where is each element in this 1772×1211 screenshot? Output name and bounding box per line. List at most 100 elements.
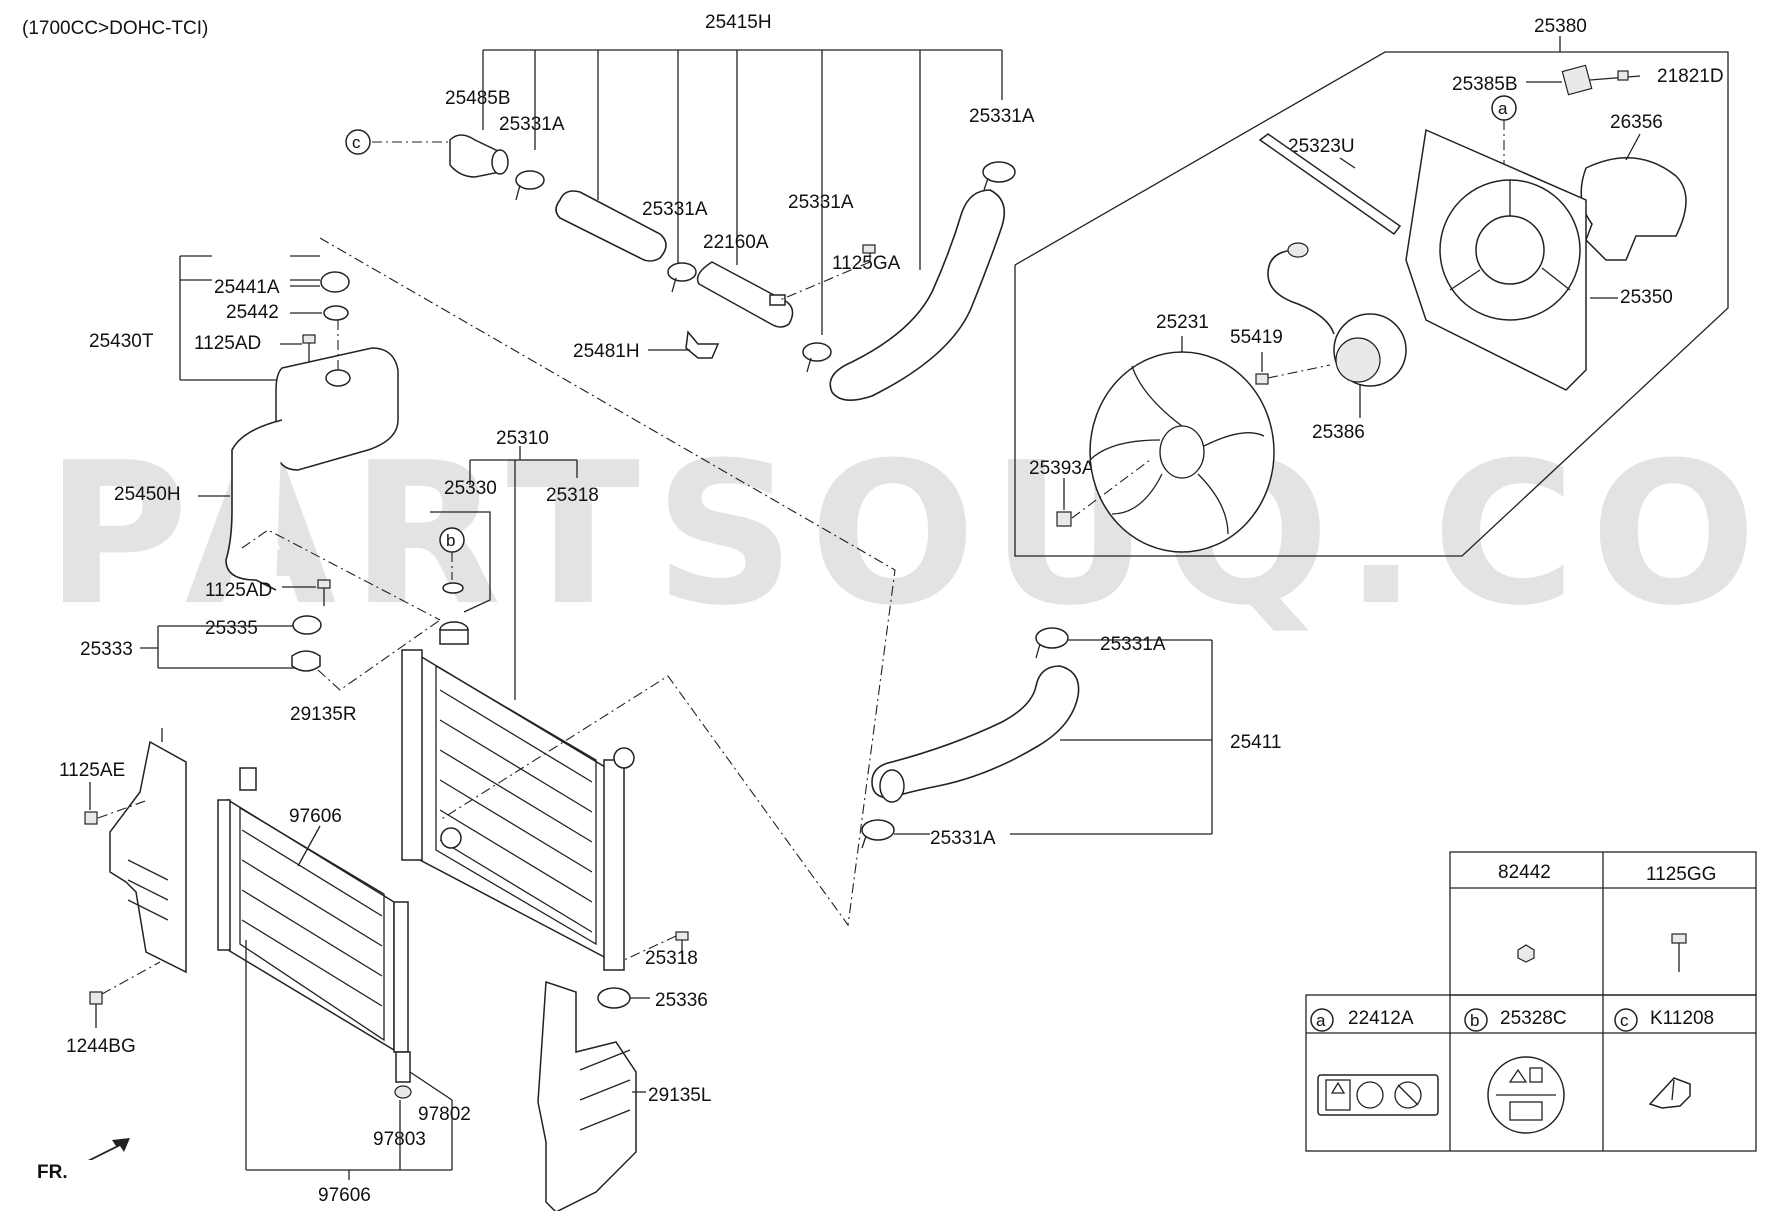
legend-label-22412A[interactable]: 22412A — [1348, 1008, 1414, 1029]
legend-label-82442[interactable]: 82442 — [1498, 862, 1551, 883]
reservoir-gasket-25442 — [290, 305, 349, 321]
part-label-25331A-4[interactable]: 25331A — [969, 106, 1035, 127]
part-label-25331A-6[interactable]: 25331A — [930, 828, 996, 849]
part-label-25415H[interactable]: 25415H — [705, 12, 772, 33]
part-label-25331A-5[interactable]: 25331A — [1100, 634, 1166, 655]
part-label-25331A-1[interactable]: 25331A — [499, 114, 565, 135]
mount-set-25333 — [140, 529, 441, 691]
lower-hose-leader — [1010, 639, 1213, 835]
radiator-core-25310 — [401, 649, 635, 971]
upper-hose-long — [829, 189, 1006, 401]
part-label-25331A-2[interactable]: 25331A — [642, 199, 708, 220]
bolt-1125AD-2 — [282, 579, 331, 606]
bolt-1125GA — [779, 244, 876, 301]
part-label-25310[interactable]: 25310 — [496, 428, 549, 449]
hose-clamp-4 — [982, 161, 1016, 191]
bolt-1244BG — [89, 961, 161, 1028]
part-label-55419[interactable]: 55419 — [1230, 327, 1283, 348]
resistor-25385B — [1526, 64, 1641, 96]
engine-spec-label: (1700CC>DOHC-TCI) — [22, 18, 208, 39]
hose-clamp-6 — [861, 819, 930, 849]
legend-label-1125GG[interactable]: 1125GG — [1646, 864, 1716, 885]
part-label-29135L[interactable]: 29135L — [648, 1085, 711, 1106]
part-label-29135R[interactable]: 29135R — [290, 704, 357, 725]
thermostat-housing — [449, 134, 509, 178]
part-label-97606-2[interactable]: 97606 — [318, 1185, 371, 1206]
svg-text:b: b — [446, 531, 455, 550]
legend-marker-a: a — [1310, 1008, 1334, 1032]
hose-clamp-1 — [515, 170, 545, 201]
lower-radiator-hose-25411 — [871, 665, 1080, 803]
part-label-25323U[interactable]: 25323U — [1288, 136, 1355, 157]
part-label-25385B[interactable]: 25385B — [1452, 74, 1518, 95]
part-label-97802[interactable]: 97802 — [418, 1104, 471, 1125]
part-label-25318-1[interactable]: 25318 — [546, 485, 599, 506]
part-label-25231[interactable]: 25231 — [1156, 312, 1209, 333]
part-label-25450H[interactable]: 25450H — [114, 484, 181, 505]
part-label-1125AE[interactable]: 1125AE — [59, 760, 125, 781]
part-label-26356[interactable]: 26356 — [1610, 112, 1663, 133]
condenser-leader-97606 — [246, 1100, 452, 1180]
bolt-1125AE — [84, 782, 149, 825]
part-label-25393A[interactable]: 25393A — [1029, 458, 1095, 479]
svg-text:c: c — [352, 133, 361, 152]
air-guard-29135L — [537, 980, 646, 1211]
legend-icon-bolt — [1671, 933, 1687, 972]
drain-plug-25318 — [623, 931, 689, 961]
svg-text:a: a — [1316, 1011, 1326, 1030]
legend-icon-radiator-cap-label — [1487, 1056, 1565, 1134]
callout-a-marker: a — [1491, 95, 1517, 170]
part-label-22160A[interactable]: 22160A — [703, 232, 769, 253]
legend-icon-clip — [1648, 1077, 1691, 1109]
condenser-97606 — [217, 767, 409, 1170]
hose-clamp-2 — [667, 262, 697, 293]
radiator-cap-25330 — [439, 621, 469, 645]
part-label-25336[interactable]: 25336 — [655, 990, 708, 1011]
part-label-25330[interactable]: 25330 — [444, 478, 497, 499]
part-label-1244BG[interactable]: 1244BG — [66, 1036, 136, 1057]
overflow-hose-25450H — [198, 419, 283, 591]
connector-pipe-22160A — [696, 261, 794, 328]
nut-25393A — [1056, 459, 1151, 527]
legend-label-25328C[interactable]: 25328C — [1500, 1008, 1567, 1029]
part-label-21821D[interactable]: 21821D — [1657, 66, 1724, 87]
part-label-1125AD-1[interactable]: 1125AD — [194, 333, 261, 354]
bracket-25481H — [648, 330, 720, 359]
fan-motor-25386 — [1267, 242, 1407, 418]
coolant-reservoir-25430T — [275, 320, 399, 471]
part-label-25481H[interactable]: 25481H — [573, 341, 640, 362]
part-label-25333[interactable]: 25333 — [80, 639, 133, 660]
part-label-25386[interactable]: 25386 — [1312, 422, 1365, 443]
part-label-25442[interactable]: 25442 — [226, 302, 279, 323]
upper-hose-short — [555, 190, 667, 262]
hose-clamp-3 — [802, 342, 832, 373]
air-guard-29135R — [109, 728, 187, 974]
rubber-mount-25336 — [597, 987, 650, 1009]
part-label-25331A-3[interactable]: 25331A — [788, 192, 854, 213]
part-label-25485B[interactable]: 25485B — [445, 88, 511, 109]
part-label-97606-1[interactable]: 97606 — [289, 806, 342, 827]
part-label-25335[interactable]: 25335 — [205, 618, 258, 639]
part-label-25380[interactable]: 25380 — [1534, 16, 1587, 37]
part-label-25350[interactable]: 25350 — [1620, 287, 1673, 308]
fan-assembly-frame — [1014, 36, 1729, 557]
cooling-fan-25231 — [1089, 336, 1275, 553]
bolt-1125AD-1 — [280, 334, 316, 362]
part-label-25441A[interactable]: 25441A — [214, 277, 280, 298]
legend-icon-warning-label — [1317, 1074, 1439, 1116]
svg-text:c: c — [1620, 1011, 1629, 1030]
receiver-drier-97802 — [394, 1051, 453, 1170]
part-label-25411[interactable]: 25411 — [1230, 732, 1281, 753]
part-label-25318-2[interactable]: 25318 — [645, 948, 698, 969]
part-label-25430T[interactable]: 25430T — [89, 331, 154, 352]
reservoir-leader — [179, 255, 320, 381]
legend-icon-nut — [1517, 944, 1535, 963]
hose-clamp-5 — [1035, 627, 1096, 659]
seal-strip-25323U — [1258, 133, 1402, 236]
reservoir-cap-25441A — [290, 271, 350, 293]
part-label-1125AD-2[interactable]: 1125AD — [205, 580, 272, 601]
legend-label-K11208[interactable]: K11208 — [1650, 1008, 1714, 1029]
front-direction-indicator: FR. — [37, 1138, 130, 1183]
front-arrow-icon — [88, 1138, 130, 1160]
